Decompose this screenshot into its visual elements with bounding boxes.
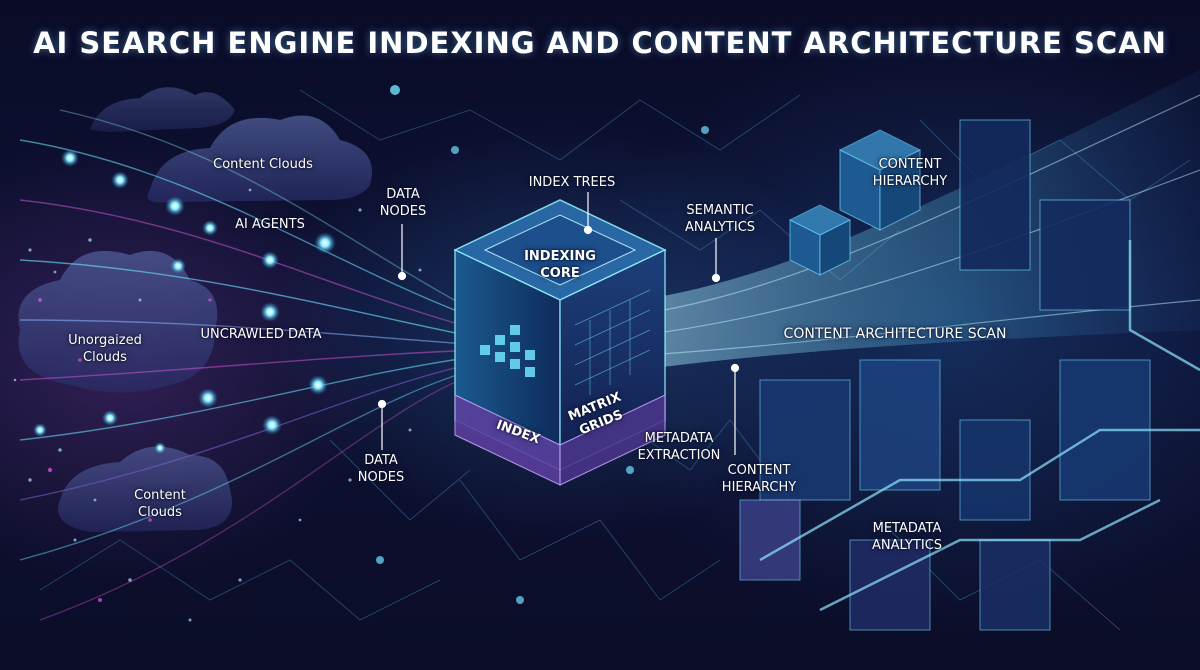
label-data-nodes-top: DATA NODES	[379, 187, 427, 219]
label-data-nodes-bottom: DATA NODES	[357, 453, 405, 485]
particles	[13, 188, 422, 622]
label-content-hierarchy-top: CONTENT HIERARCHY	[872, 157, 948, 189]
page-title: AI SEARCH ENGINE INDEXING AND CONTENT AR…	[33, 26, 1167, 60]
callout-lines	[377, 192, 740, 455]
label-content-clouds-top: Content Clouds	[213, 157, 313, 172]
label-content-clouds-bottom: Content Clouds	[134, 488, 186, 520]
circuit-paths	[759, 240, 1200, 612]
data-node-glows	[33, 85, 709, 604]
label-unorganized-clouds: Unorgaized Clouds	[68, 333, 142, 365]
clouds	[18, 87, 372, 532]
label-metadata-analytics: METADATA ANALYTICS	[871, 521, 943, 553]
label-uncrawled-data: UNCRAWLED DATA	[200, 327, 322, 342]
label-ai-agents: AI AGENTS	[235, 217, 305, 232]
label-content-architecture-scan: CONTENT ARCHITECTURE SCAN	[783, 326, 1007, 342]
label-index-trees: INDEX TREES	[528, 175, 616, 190]
indexing-core-structure	[453, 199, 667, 486]
data-streams	[19, 109, 481, 621]
label-semantic-analytics: SEMANTIC ANALYTICS	[684, 203, 756, 235]
label-indexing-core: INDEXING CORE	[524, 249, 596, 281]
label-metadata-extraction: METADATA EXTRACTION	[637, 431, 721, 463]
label-content-hierarchy-bottom: CONTENT HIERARCHY	[721, 463, 797, 495]
